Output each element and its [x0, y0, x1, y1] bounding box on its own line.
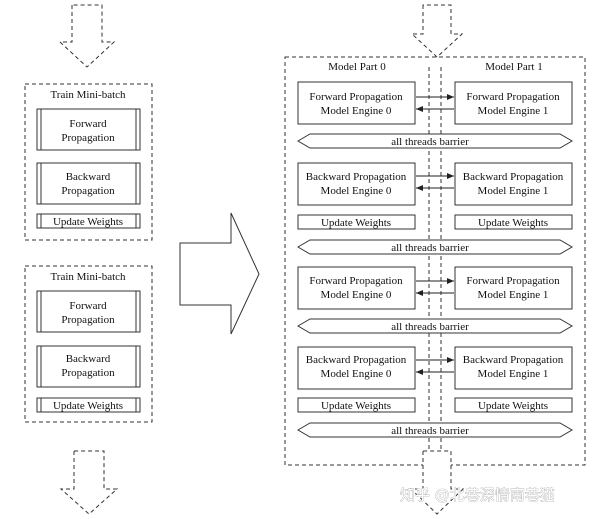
- transform-arrow: [179, 212, 260, 335]
- engine-label-line2: Model Engine 0: [321, 289, 392, 301]
- update-weights-label: Update Weights: [478, 400, 548, 412]
- forward-propagation-box: [36, 108, 141, 151]
- backward-label-line1: Backward: [66, 171, 111, 183]
- mini-batch-container: [24, 265, 153, 423]
- update-weights-box: [297, 214, 416, 230]
- barrier-label: all threads barrier: [391, 242, 469, 254]
- update-weights-label: Update Weights: [53, 216, 123, 228]
- update-weights-label: Update Weights: [321, 400, 391, 412]
- update-weights-box: [36, 213, 141, 229]
- update-weights-label: Update Weights: [53, 400, 123, 412]
- engine-label-line2: Model Engine 0: [321, 368, 392, 380]
- barrier-label: all threads barrier: [391, 136, 469, 148]
- flow-arrow-top-left: [58, 4, 116, 68]
- engine-label-line1: Backward Propagation: [306, 171, 407, 183]
- engine-label-line1: Backward Propagation: [306, 354, 407, 366]
- barrier-label: all threads barrier: [391, 321, 469, 333]
- backward-engine-0-box: [297, 346, 416, 390]
- forward-engine-0-box: [297, 266, 416, 310]
- backward-label-line2: Propagation: [61, 185, 115, 197]
- threads-barrier: [297, 422, 573, 438]
- train-mini-batch-block: Train Mini-batch Forward Propagation Bac…: [24, 265, 153, 423]
- mini-batch-title: Train Mini-batch: [50, 89, 126, 101]
- engine-label-line1: Forward Propagation: [466, 275, 560, 287]
- engine-label-line1: Backward Propagation: [463, 354, 564, 366]
- forward-engine-1-box: [454, 81, 573, 125]
- backward-label-line1: Backward: [66, 353, 111, 365]
- forward-label-line2: Propagation: [61, 132, 115, 144]
- train-mini-batch-block: Train Mini-batch Forward Propagation Bac…: [24, 83, 153, 241]
- forward-engine-0-box: [297, 81, 416, 125]
- model-part-1-label: Model Part 1: [485, 61, 542, 73]
- update-weights-box: [297, 397, 416, 413]
- backward-engine-1-box: [454, 162, 573, 206]
- threads-barrier: [297, 239, 573, 255]
- flow-arrow-bottom-right: [409, 450, 465, 515]
- engine-label-line2: Model Engine 0: [321, 105, 392, 117]
- backward-label-line2: Propagation: [61, 367, 115, 379]
- backward-propagation-box: [36, 345, 141, 388]
- flow-arrow-top-right: [410, 4, 464, 58]
- forward-engine-1-box: [454, 266, 573, 310]
- forward-label-line1: Forward: [69, 118, 107, 130]
- mini-batch-container: [24, 83, 153, 241]
- update-weights-box: [36, 397, 141, 413]
- threads-barrier: [297, 133, 573, 149]
- backward-engine-1-box: [454, 346, 573, 390]
- update-weights-label: Update Weights: [321, 217, 391, 229]
- engine-label-line1: Forward Propagation: [309, 91, 403, 103]
- barrier-label: all threads barrier: [391, 425, 469, 437]
- engine-label-line2: Model Engine 1: [478, 105, 549, 117]
- engine-label-line2: Model Engine 1: [478, 368, 549, 380]
- engine-label-line1: Forward Propagation: [466, 91, 560, 103]
- backward-propagation-box: [36, 162, 141, 205]
- engine-label-line1: Forward Propagation: [309, 275, 403, 287]
- mini-batch-title: Train Mini-batch: [50, 271, 126, 283]
- model-part-0-label: Model Part 0: [328, 61, 386, 73]
- update-weights-box: [454, 397, 573, 413]
- threads-barrier: [297, 318, 573, 334]
- forward-propagation-box: [36, 290, 141, 333]
- watermark: 知乎 @北巷深情南巷猫: [400, 486, 555, 504]
- engine-label-line2: Model Engine 0: [321, 185, 392, 197]
- engine-label-line2: Model Engine 1: [478, 185, 549, 197]
- engine-label-line1: Backward Propagation: [463, 171, 564, 183]
- forward-label-line2: Propagation: [61, 314, 115, 326]
- update-weights-label: Update Weights: [478, 217, 548, 229]
- engine-label-line2: Model Engine 1: [478, 289, 549, 301]
- flow-arrow-bottom-left: [59, 450, 119, 515]
- forward-label-line1: Forward: [69, 300, 107, 312]
- update-weights-box: [454, 214, 573, 230]
- backward-engine-0-box: [297, 162, 416, 206]
